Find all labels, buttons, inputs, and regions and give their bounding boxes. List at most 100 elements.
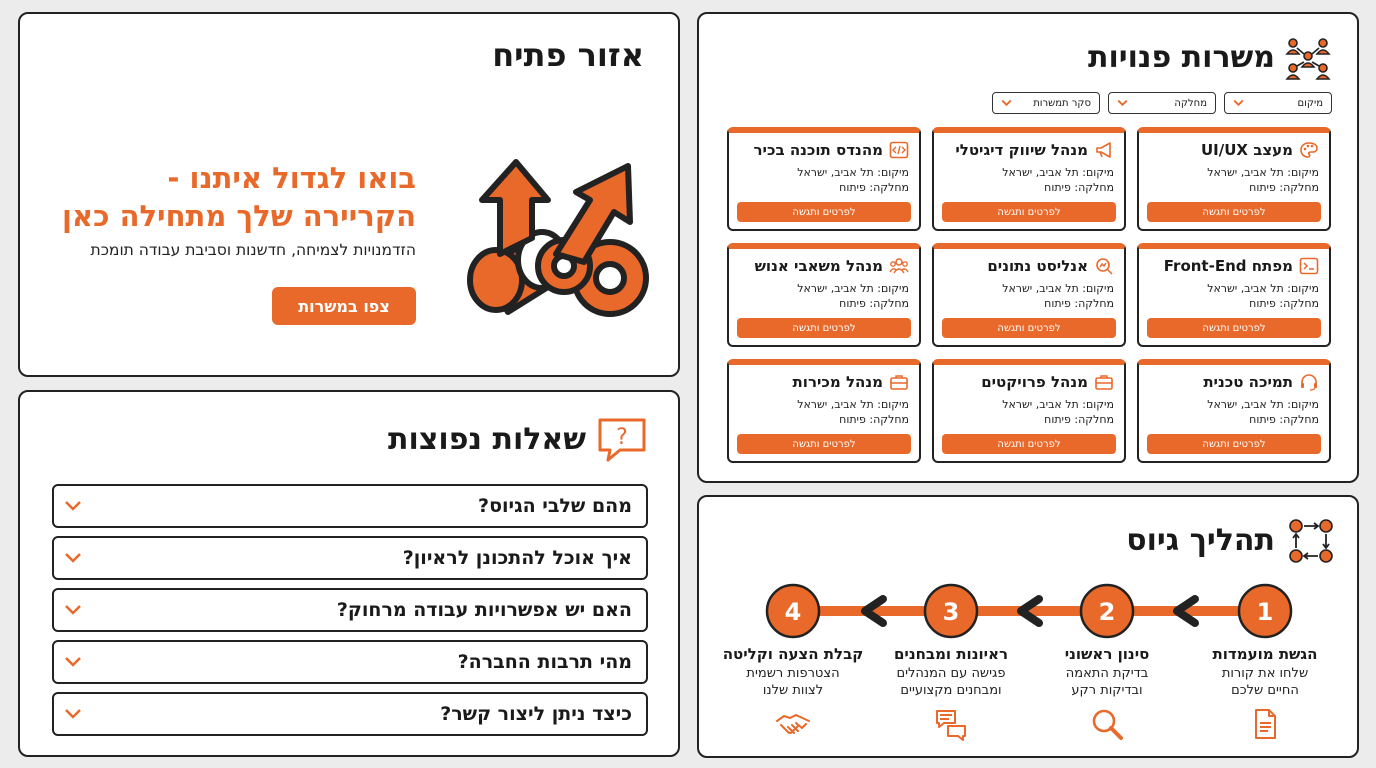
open-positions-title: משרות פנויות (1087, 40, 1275, 75)
job-details-apply-button[interactable]: לפרטים ותגשה (1147, 318, 1321, 338)
briefcase-icon (1095, 375, 1113, 390)
faq-question: מהם שלבי הגיוס? (478, 495, 632, 517)
team-network-icon (1285, 38, 1331, 80)
job-meta: מיקום: תל אביב, ישראל מחלקה: פיתוח (1149, 165, 1319, 195)
chevron-down-icon (1117, 99, 1128, 107)
step-number: 2 (1099, 598, 1116, 626)
chat-bubbles-icon (936, 710, 966, 741)
chevron-down-icon (65, 553, 81, 563)
step-description: הצטרפות רשמית לצוות שלנו (718, 665, 868, 699)
process-step: קבלת הצעה וקליטה הצטרפות רשמית לצוות שלנ… (718, 645, 868, 741)
filter-job-type[interactable]: סקר תמשרות (992, 92, 1100, 114)
job-meta: מיקום: תל אביב, ישראל מחלקה: פיתוח (944, 397, 1114, 427)
faq-list: מהם שלבי הגיוס? איך אוכל להתכונן לראיון?… (52, 484, 648, 744)
process-step: הגשת מועמדות שלחו את קורות החיים שלכם (1190, 645, 1340, 741)
recruitment-process-panel: תהליך גיוס 1 2 3 4 הגשת מועמדות (697, 495, 1359, 758)
magnifier-chart-icon (1096, 258, 1113, 275)
job-title: מהנדס תוכנה בכיר (753, 141, 884, 159)
job-meta: מיקום: תל אביב, ישראל מחלקה: פיתוח (1149, 397, 1319, 427)
view-jobs-button[interactable]: צפו במשרות (272, 287, 416, 325)
filter-department[interactable]: מחלקה (1108, 92, 1216, 114)
step-desc-line: פגישה עם המנהלים (896, 666, 1006, 681)
job-location: מיקום: תל אביב, ישראל (1002, 166, 1114, 179)
recruitment-process-title: תהליך גיוס (1126, 523, 1275, 558)
faq-panel: שאלות נפוצות ? מהם שלבי הגיוס? איך אוכל … (18, 390, 680, 757)
job-department: מחלקה: פיתוח (1249, 297, 1319, 310)
job-location: מיקום: תל אביב, ישראל (797, 398, 909, 411)
faq-item[interactable]: כיצד ניתן ליצור קשר? (52, 692, 648, 736)
faq-panel-title: שאלות נפוצות (388, 422, 586, 457)
job-details-apply-button[interactable]: לפרטים ותגשה (1147, 434, 1321, 454)
job-details-apply-button[interactable]: לפרטים ותגשה (1147, 202, 1321, 222)
growth-arrows-icon (467, 159, 649, 317)
chevron-down-icon (65, 501, 81, 511)
faq-item[interactable]: האם יש אפשרויות עבודה מרחוק? (52, 588, 648, 632)
briefcase-icon (890, 375, 908, 390)
job-location: מיקום: תל אביב, ישראל (1207, 398, 1319, 411)
magnifier-icon (1092, 709, 1123, 740)
job-details-apply-button[interactable]: לפרטים ותגשה (942, 318, 1116, 338)
job-title: אנליסט נתונים (987, 257, 1088, 275)
job-card-header: מנהל מכירות (739, 373, 909, 391)
step-desc-line: שלחו את קורות (1221, 666, 1309, 681)
step-desc-line: ובדיקות רקע (1071, 683, 1143, 698)
job-location: מיקום: תל אביב, ישראל (1207, 282, 1319, 295)
job-card-header: מנהל משאבי אנוש (739, 257, 909, 275)
chevron-down-icon (65, 709, 81, 719)
faq-item[interactable]: איך אוכל להתכונן לראיון? (52, 536, 648, 580)
job-title: מנהל מכירות (792, 373, 883, 391)
job-meta: מיקום: תל אביב, ישראל מחלקה: פיתוח (944, 165, 1114, 195)
faq-item[interactable]: מהי תרבות החברה? (52, 640, 648, 684)
job-location: מיקום: תל אביב, ישראל (797, 282, 909, 295)
job-details-apply-button[interactable]: לפרטים ותגשה (737, 434, 911, 454)
job-department: מחלקה: פיתוח (1249, 181, 1319, 194)
job-department: מחלקה: פיתוח (839, 413, 909, 426)
step-circle-4 (765, 583, 821, 639)
faq-question: כיצד ניתן ליצור קשר? (440, 703, 632, 725)
people-icon (889, 258, 909, 274)
job-title: מעצב UI/UX (1200, 141, 1293, 159)
job-meta: מיקום: תל אביב, ישראל מחלקה: פיתוח (1149, 281, 1319, 311)
filter-label: סקר תמשרות (1033, 97, 1091, 109)
filter-label: מיקום (1297, 97, 1323, 109)
job-details-apply-button[interactable]: לפרטים ותגשה (737, 202, 911, 222)
filter-location[interactable]: מיקום (1224, 92, 1332, 114)
job-department: מחלקה: פיתוח (1044, 413, 1114, 426)
chevron-down-icon (1001, 99, 1012, 107)
step-title: סינון ראשוני (1064, 645, 1150, 663)
filter-label: מחלקה (1174, 97, 1207, 109)
job-card-header: מעצב UI/UX (1149, 141, 1319, 159)
job-department: מחלקה: פיתוח (839, 297, 909, 310)
job-meta: מיקום: תל אביב, ישראל מחלקה: פיתוח (944, 281, 1114, 311)
job-filters: מיקום מחלקה סקר תמשרות (992, 92, 1332, 114)
job-location: מיקום: תל אביב, ישראל (1207, 166, 1319, 179)
job-title: תמיכה טכנית (1203, 373, 1293, 391)
arrow-left-icon (1173, 595, 1199, 627)
job-card-header: אנליסט נתונים (944, 257, 1114, 275)
job-card-header: מהנדס תוכנה בכיר (739, 141, 909, 159)
headset-icon (1301, 374, 1317, 391)
job-title: מנהל פרויקטים (981, 373, 1088, 391)
chevron-down-icon (65, 605, 81, 615)
job-card: מהנדס תוכנה בכיר מיקום: תל אביב, ישראל מ… (727, 127, 921, 231)
arrow-left-icon (861, 595, 887, 627)
job-meta: מיקום: תל אביב, ישראל מחלקה: פיתוח (739, 165, 909, 195)
faq-item[interactable]: מהם שלבי הגיוס? (52, 484, 648, 528)
step-circle-2 (1079, 583, 1135, 639)
faq-question: האם יש אפשרויות עבודה מרחוק? (336, 599, 632, 621)
job-title: מנהל משאבי אנוש (754, 257, 883, 275)
job-card: מעצב UI/UX מיקום: תל אביב, ישראל מחלקה: … (1137, 127, 1331, 231)
job-department: מחלקה: פיתוח (1044, 297, 1114, 310)
job-details-apply-button[interactable]: לפרטים ותגשה (942, 434, 1116, 454)
palette-icon (1300, 142, 1318, 158)
chevron-down-icon (1233, 99, 1244, 107)
job-title: מפתח Front-End (1163, 257, 1293, 275)
job-location: מיקום: תל אביב, ישראל (1002, 398, 1114, 411)
job-department: מחלקה: פיתוח (1044, 181, 1114, 194)
question-bubble-icon: ? (598, 418, 646, 462)
faq-question: איך אוכל להתכונן לראיון? (402, 547, 632, 569)
step-number: 1 (1257, 598, 1274, 626)
job-details-apply-button[interactable]: לפרטים ותגשה (942, 202, 1116, 222)
job-card-header: מנהל פרויקטים (944, 373, 1114, 391)
job-details-apply-button[interactable]: לפרטים ותגשה (737, 318, 911, 338)
